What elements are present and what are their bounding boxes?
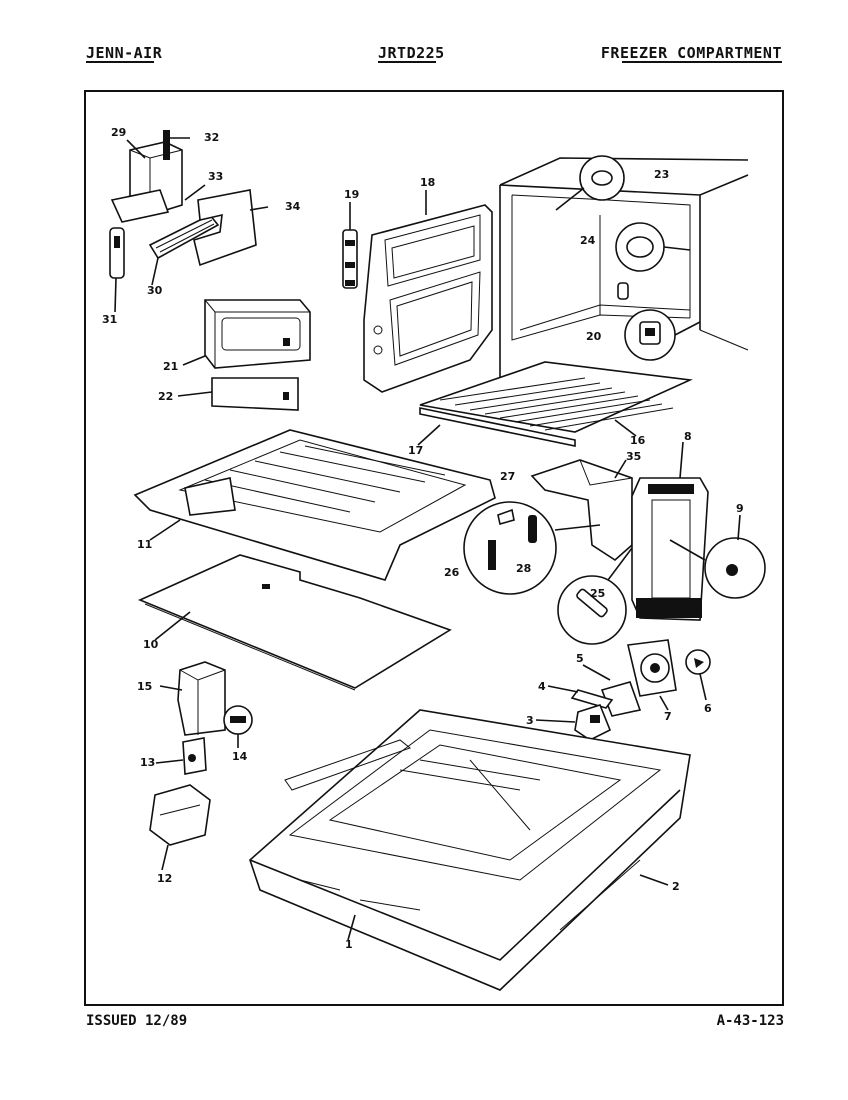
- insulation-panel: [137, 554, 452, 691]
- wire-shelf: [419, 361, 693, 447]
- fan-motor-assembly: [570, 639, 711, 741]
- callout-numbers: 1 2 3 4 5 6 7 8 9 10 11 12 13 14 15 16 1…: [102, 126, 744, 951]
- control-housing: [204, 299, 311, 411]
- callout-1: 1: [345, 938, 353, 951]
- callout-12: 12: [157, 872, 172, 885]
- detail-circle-23: [555, 155, 625, 211]
- callout-10: 10: [143, 638, 159, 651]
- callout-2: 2: [672, 880, 680, 893]
- diagram-frame: [84, 90, 784, 1006]
- callout-28: 28: [516, 562, 531, 575]
- callout-27: 27: [500, 470, 515, 483]
- callout-8: 8: [684, 430, 692, 443]
- callout-4: 4: [538, 680, 546, 693]
- callout-24: 24: [580, 234, 596, 247]
- callout-11: 11: [137, 538, 152, 551]
- detail-circle-26-27-28: [463, 501, 601, 595]
- callout-20: 20: [586, 330, 602, 343]
- door-hinge-bracket: [342, 229, 358, 289]
- callout-22: 22: [158, 390, 173, 403]
- detail-circle-24: [615, 222, 691, 272]
- leader-lines: [114, 137, 741, 941]
- callout-26: 26: [444, 566, 460, 579]
- freezer-door: [363, 204, 493, 393]
- callout-23: 23: [654, 168, 669, 181]
- callout-15: 15: [137, 680, 152, 693]
- section-title: FREEZER COMPARTMENT: [600, 44, 782, 62]
- ice-chute-assembly: [149, 661, 253, 846]
- callout-13: 13: [140, 756, 155, 769]
- callout-25: 25: [590, 587, 605, 600]
- freezer-base-liner: [249, 709, 691, 991]
- freezer-floor-shelf: [133, 429, 496, 581]
- model-underline: [378, 61, 436, 63]
- brand-label: JENN-AIR: [86, 44, 163, 62]
- issue-date: ISSUED 12/89: [86, 1013, 188, 1029]
- callout-14: 14: [232, 750, 248, 763]
- callout-6: 6: [704, 702, 712, 715]
- callout-9: 9: [736, 502, 744, 515]
- brand-underline: [86, 61, 154, 63]
- callout-29: 29: [111, 126, 126, 139]
- callout-32: 32: [204, 131, 219, 144]
- callout-21: 21: [163, 360, 178, 373]
- callout-30: 30: [147, 284, 163, 297]
- callout-35: 35: [626, 450, 641, 463]
- detail-circle-9: [669, 537, 766, 599]
- detail-circle-20: [624, 309, 701, 361]
- callout-33: 33: [208, 170, 223, 183]
- callout-7: 7: [664, 710, 672, 723]
- model-number: JRTD225: [378, 44, 445, 62]
- page-code: A-43-123: [716, 1013, 784, 1029]
- evaporator-duct-cover: [530, 459, 633, 562]
- callout-31: 31: [102, 313, 117, 326]
- detail-circle-25: [557, 547, 633, 645]
- callout-19: 19: [344, 188, 359, 201]
- damper-control-assembly: [109, 130, 257, 279]
- freezer-cabinet-liner: [499, 157, 749, 382]
- evaporator-cover-panel: [631, 477, 709, 621]
- callout-34: 34: [285, 200, 301, 213]
- callout-5: 5: [576, 652, 584, 665]
- callout-18: 18: [420, 176, 435, 189]
- section-underline: [622, 61, 782, 63]
- callout-17: 17: [408, 444, 423, 457]
- callout-16: 16: [630, 434, 646, 447]
- callout-3: 3: [526, 714, 534, 727]
